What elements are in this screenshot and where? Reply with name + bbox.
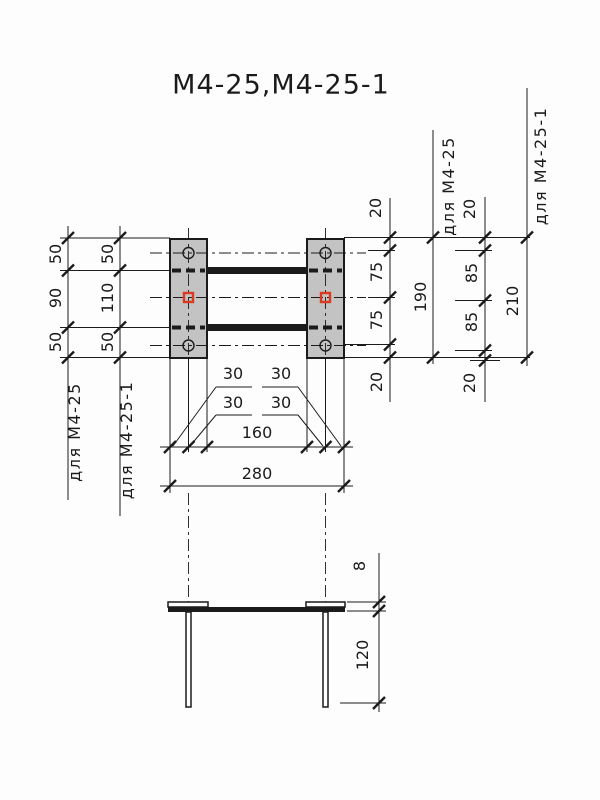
dim-left-inner-seg1: 50	[98, 243, 117, 265]
variant-label-left-m4251: для М4-25-1	[117, 380, 136, 500]
section-right-leg	[322, 611, 329, 708]
bolt-hole-bottom-right	[319, 339, 332, 352]
dim-right-m425-seg1: 20	[366, 197, 385, 219]
bottom-bar	[207, 324, 307, 331]
top-bar	[207, 267, 307, 274]
dim-bottom-30-r1-right: 30	[270, 364, 292, 383]
dim-right-m425-overall: 190	[411, 281, 430, 313]
dim-left-inner-seg2: 110	[98, 282, 117, 314]
bolt-holes	[182, 246, 332, 352]
center-marker-right	[319, 291, 332, 304]
section-left-cap	[167, 601, 209, 608]
section-view	[167, 601, 346, 708]
section-right-cap	[305, 601, 346, 608]
dim-right-m4251-seg3: 85	[462, 311, 481, 333]
dim-left-outer-seg1: 50	[46, 243, 65, 265]
dim-right-m4251-overall: 210	[503, 285, 522, 317]
dim-right-m425-seg4: 20	[367, 371, 386, 393]
dim-right-m425-seg2: 75	[367, 261, 386, 283]
dim-section-thickness: 8	[350, 560, 369, 572]
variant-label-right-m425: для М4-25	[439, 136, 458, 236]
dim-section-leg: 120	[353, 639, 372, 671]
variant-label-right-m4251: для М4-25-1	[531, 106, 550, 226]
section-bar	[168, 607, 345, 612]
dim-right-m4251-seg1: 20	[460, 198, 479, 220]
dim-bottom-280: 280	[241, 464, 273, 483]
bolt-hole-bottom-left	[182, 339, 195, 352]
dim-left-outer-seg3: 50	[46, 331, 65, 353]
dim-bottom-30-r2-right: 30	[270, 393, 292, 412]
dim-right-m4251-seg4: 20	[460, 372, 479, 394]
bolt-hole-top-right	[319, 246, 332, 260]
section-left-leg	[185, 611, 192, 708]
dim-left-inner-seg3: 50	[98, 331, 117, 353]
plan-view	[150, 228, 366, 606]
tick-marks	[61, 230, 534, 710]
dim-bottom-30-r2-left: 30	[222, 393, 244, 412]
dim-bottom-160: 160	[241, 423, 273, 442]
variant-label-left-m425: для М4-25	[65, 382, 84, 482]
dimension-lines	[60, 88, 534, 712]
bolt-hole-top-left	[182, 246, 195, 260]
dim-right-m4251-seg2: 85	[462, 262, 481, 284]
drawing-title: М4-25,М4-25-1	[172, 69, 390, 101]
dim-right-m425-seg3: 75	[367, 309, 386, 331]
dim-left-outer-seg2: 90	[46, 287, 65, 309]
center-marker-left	[182, 291, 195, 304]
dim-bottom-30-r1-left: 30	[222, 364, 244, 383]
